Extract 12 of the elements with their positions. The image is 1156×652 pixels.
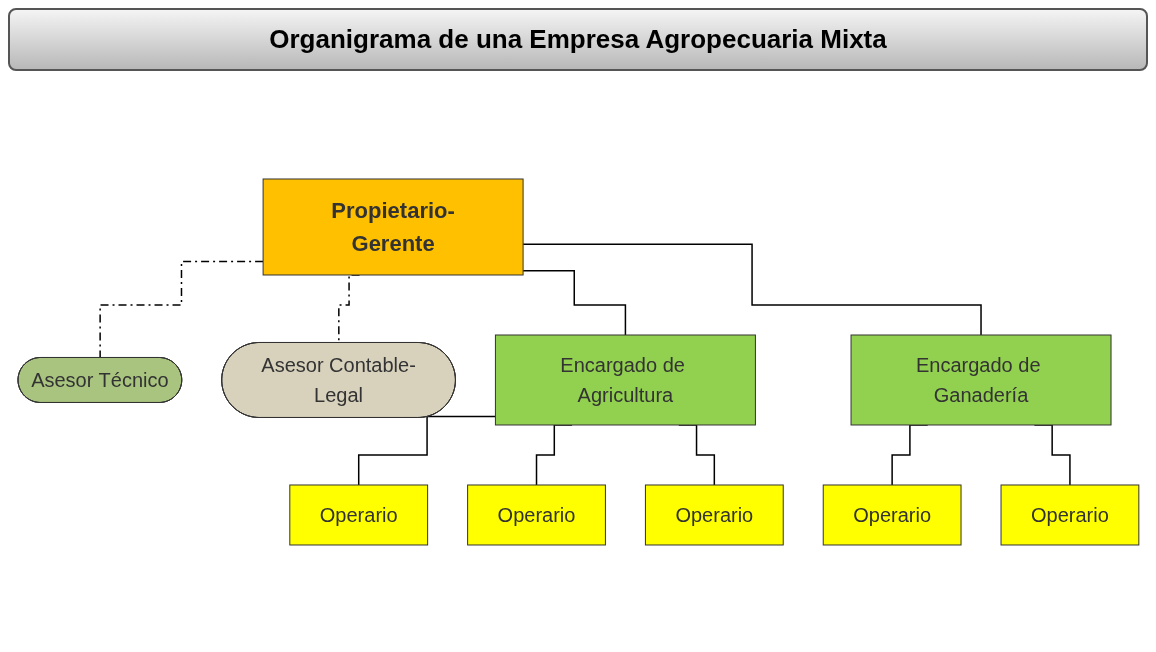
connector	[521, 243, 982, 336]
connector	[521, 269, 626, 336]
node-box: Operario	[288, 484, 428, 545]
title-banner: Organigrama de una Empresa Agropecuaria Mixta	[8, 8, 1148, 71]
node-box: Propietario-Gerente	[262, 178, 524, 275]
node-box: Operario	[466, 484, 606, 545]
node-box: Operario	[822, 484, 962, 545]
node-box: Encargado de Ganadería	[850, 334, 1112, 425]
node-box: Operario	[644, 484, 784, 545]
node-box: Encargado de Agricultura	[494, 334, 756, 425]
connector	[357, 415, 496, 486]
node-box: Operario	[1000, 484, 1139, 545]
